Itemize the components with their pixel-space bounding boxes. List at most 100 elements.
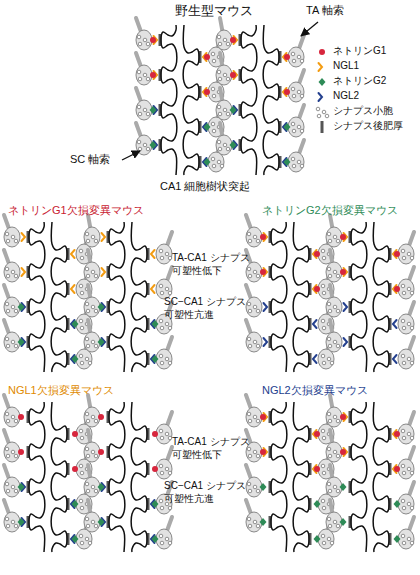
vesicle xyxy=(211,157,215,161)
vesicle xyxy=(327,412,331,416)
bouton xyxy=(398,424,414,444)
vesicle xyxy=(330,361,334,365)
dendrite xyxy=(29,222,45,372)
ngl2 xyxy=(344,338,348,346)
bouton xyxy=(326,297,342,317)
vesicle xyxy=(333,520,337,524)
dendrite xyxy=(271,402,287,552)
vesicle xyxy=(322,291,326,295)
vesicle xyxy=(94,524,98,528)
vesicle xyxy=(248,239,252,243)
vesicle xyxy=(137,140,141,144)
vesicle xyxy=(247,232,251,236)
ngl1 xyxy=(22,268,26,276)
netrin-g2 xyxy=(72,500,79,508)
vesicle xyxy=(410,291,414,295)
netrin-g1 xyxy=(260,414,266,420)
dendrite xyxy=(161,25,177,175)
bouton xyxy=(156,244,172,264)
netrin-g2 xyxy=(152,500,159,508)
vesicle xyxy=(160,256,164,260)
label: SC 軸索 xyxy=(70,153,110,167)
vesicle xyxy=(212,129,216,133)
legend-text: NGL2 xyxy=(333,90,359,103)
vesicle xyxy=(6,489,10,493)
vesicle xyxy=(11,235,15,239)
vesicle xyxy=(247,302,251,306)
vesicle xyxy=(168,291,172,295)
vesicle xyxy=(80,361,84,365)
vesicle xyxy=(407,537,411,541)
netrin-g2 xyxy=(150,106,157,114)
vesicle xyxy=(211,87,215,91)
legend-text: シナプス小胞 xyxy=(333,105,393,118)
vesicle xyxy=(333,235,337,239)
vesicle xyxy=(79,464,83,468)
vesicle xyxy=(333,270,337,274)
vesicle xyxy=(247,447,251,451)
netrin-g1 xyxy=(260,449,266,455)
ngl2 xyxy=(313,355,317,363)
vesicle xyxy=(11,415,15,419)
vesicle xyxy=(5,337,9,341)
vesicle xyxy=(327,537,331,541)
vesicle xyxy=(401,499,405,503)
bouton xyxy=(4,407,20,427)
vesicle xyxy=(248,309,252,313)
netrin-g2 xyxy=(18,338,25,346)
netrin-g2 xyxy=(98,303,105,311)
vesicle xyxy=(407,502,411,506)
vesicle xyxy=(248,419,252,423)
ngl1 xyxy=(71,250,75,258)
vesicle xyxy=(401,319,405,323)
vesicle xyxy=(407,287,411,291)
ngl1 xyxy=(71,285,75,293)
vesicle xyxy=(401,429,405,433)
vesicle xyxy=(212,59,216,63)
leader-arrow xyxy=(122,151,140,160)
vesicle xyxy=(402,541,406,545)
vesicle xyxy=(291,157,295,161)
vesicle xyxy=(86,454,90,458)
note: SC−CA1 シナプス 可塑性亢進 xyxy=(164,480,250,505)
vesicle xyxy=(247,412,251,416)
vesicle xyxy=(402,291,406,295)
vesicle xyxy=(322,326,326,330)
netrin-g1 xyxy=(394,466,400,472)
ngl2 xyxy=(344,303,348,311)
dendrite xyxy=(351,222,367,372)
vesicle xyxy=(86,309,90,313)
vesicle xyxy=(336,309,340,313)
vesicle xyxy=(85,517,89,521)
vesicle xyxy=(165,467,169,471)
vesicle xyxy=(143,143,147,147)
vesicle xyxy=(91,450,95,454)
netrin-g1 xyxy=(204,89,210,95)
vesicle xyxy=(253,305,257,309)
netrin-g1 xyxy=(394,286,400,292)
bouton xyxy=(398,314,414,334)
vesicle xyxy=(291,52,295,56)
vesicle xyxy=(321,249,325,253)
netrin-g1 xyxy=(284,89,290,95)
vesicle xyxy=(226,42,230,46)
vesicle xyxy=(11,485,15,489)
psd xyxy=(321,121,324,133)
netrin-g1 xyxy=(284,54,290,60)
vesicle xyxy=(325,114,329,118)
vesicle xyxy=(160,506,164,510)
vesicle xyxy=(327,482,331,486)
netrin-g2 xyxy=(152,355,159,363)
netrin-g2 xyxy=(72,320,79,328)
vesicle xyxy=(217,140,221,144)
vesicle xyxy=(327,517,331,521)
netrin-g1 xyxy=(394,431,400,437)
netrin-g2 xyxy=(394,500,401,508)
vesicle xyxy=(80,256,84,260)
vesicle xyxy=(336,274,340,278)
netrin-g2 xyxy=(18,483,25,491)
vesicle xyxy=(85,302,89,306)
vesicle xyxy=(168,541,172,545)
vesicle xyxy=(85,337,89,341)
vesicle xyxy=(226,112,230,116)
